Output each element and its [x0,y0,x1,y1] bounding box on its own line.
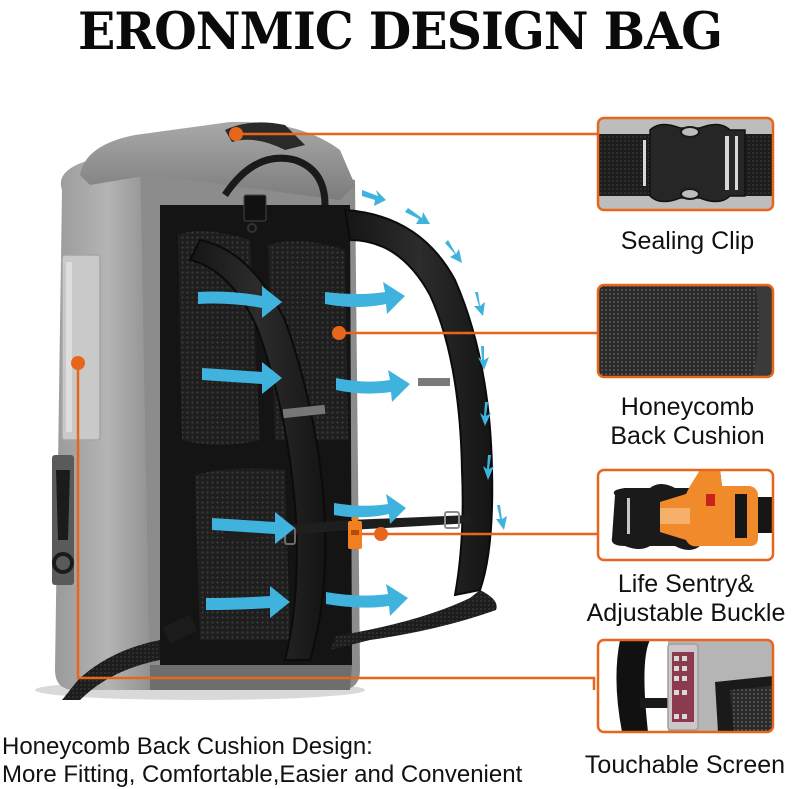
callout-dots [71,127,388,541]
caption: Honeycomb Back Cushion Design: More Fitt… [2,733,522,789]
callout-dot-buckle [374,527,388,541]
callout-connectors [76,132,598,690]
callout-dot-back-cushion [332,326,346,340]
caption-line-2: More Fitting, Comfortable,Easier and Con… [2,761,523,788]
airflow-arrows [198,190,507,618]
backpack [35,121,497,700]
airflow-dots-icon [362,190,507,530]
callout-dot-sealing-clip [229,127,243,141]
feature-label-line: Adjustable Buckle [586,599,786,627]
thumbnail-touchable-screen [596,638,775,734]
feature-label-line: Back Cushion [610,422,765,450]
caption-line-1: Honeycomb Back Cushion Design: [2,733,373,760]
feature-label-touchable-screen: Touchable Screen [584,751,786,779]
thumbnail-honeycomb-back-cushion [596,283,775,379]
page-title: ERONMIC DESIGN BAG [78,0,723,62]
thumbnail-sealing-clip [596,116,775,212]
callout-dot-screen [71,356,85,370]
thumbnail-life-sentry-buckle [596,468,775,562]
feature-label-line: Life Sentry& [617,570,755,598]
feature-label-life-sentry-buckle: Life Sentry& Adjustable Buckle [572,570,800,628]
feature-label-line: Honeycomb [620,393,755,421]
feature-label-honeycomb-back-cushion: Honeycomb Back Cushion [590,393,785,451]
airflow-arrow-icon [198,282,410,618]
feature-label-sealing-clip: Sealing Clip [620,227,755,255]
